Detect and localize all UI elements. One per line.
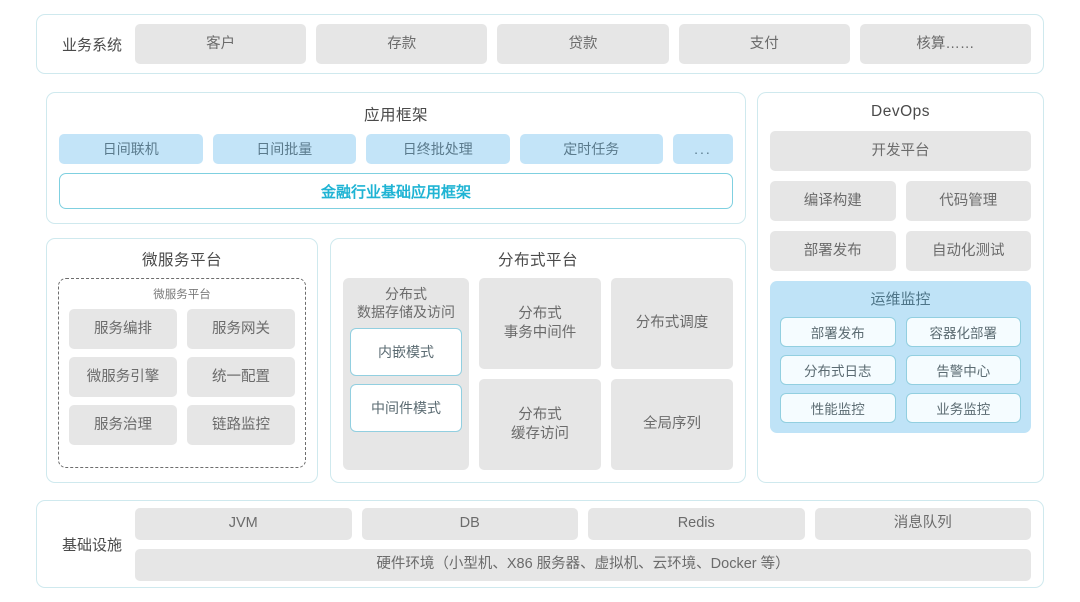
devops-chip-dev-platform[interactable]: 开发平台 — [770, 131, 1031, 171]
business-chip-payment[interactable]: 支付 — [678, 24, 850, 64]
ops-chip-performance-monitor[interactable]: 性能监控 — [780, 393, 896, 423]
business-chip-deposit[interactable]: 存款 — [316, 24, 488, 64]
ops-monitoring-title: 运维监控 — [870, 291, 931, 308]
microservice-chip-unified-config[interactable]: 统一配置 — [187, 357, 295, 397]
distributed-mode-embedded[interactable]: 内嵌模式 — [350, 328, 462, 376]
appframe-chip-scheduled-task[interactable]: 定时任务 — [519, 134, 663, 164]
distributed-chip-cache-access-line2: 缓存访问 — [511, 425, 569, 442]
business-chip-loan[interactable]: 贷款 — [497, 24, 669, 64]
microservice-platform-panel: 微服务平台 微服务平台 服务编排 服务网关 微服务引擎 统一配置 服务治理 链路… — [46, 238, 318, 483]
infra-chip-db[interactable]: DB — [361, 507, 578, 540]
application-framework-title: 应用框架 — [363, 107, 428, 124]
application-framework-chip-list: 日间联机 日间批量 日终批处理 定时任务 ... — [59, 134, 733, 164]
ops-chip-distributed-log[interactable]: 分布式日志 — [780, 355, 896, 385]
ops-chip-containerized-deploy[interactable]: 容器化部署 — [905, 317, 1021, 347]
distributed-body: 分布式 数据存储及访问 内嵌模式 中间件模式 分布式 事务中间件 分布式调度 — [343, 278, 733, 470]
infra-chip-redis[interactable]: Redis — [588, 507, 805, 540]
infrastructure-panel: 基础设施 JVM DB Redis 消息队列 硬件环境（小型机、X86 服务器、… — [36, 500, 1044, 588]
appframe-chip-daytime-online[interactable]: 日间联机 — [59, 134, 203, 164]
ops-monitoring-section: 运维监控 部署发布 容器化部署 分布式日志 告警中心 性能监控 业务监控 — [770, 281, 1031, 433]
appframe-chip-eod-batch[interactable]: 日终批处理 — [366, 134, 510, 164]
appframe-chip-daytime-batch[interactable]: 日间批量 — [212, 134, 356, 164]
distributed-platform-title: 分布式平台 — [497, 252, 578, 269]
distributed-data-storage-title-line2: 数据存储及访问 — [357, 303, 455, 320]
distributed-chip-scheduling[interactable]: 分布式调度 — [611, 278, 733, 369]
distributed-chip-grid: 分布式 事务中间件 分布式调度 分布式 缓存访问 全局序列 — [479, 278, 733, 470]
distributed-mode-middleware[interactable]: 中间件模式 — [350, 384, 462, 432]
infra-chip-hardware-environment[interactable]: 硬件环境（小型机、X86 服务器、虚拟机、云环境、Docker 等） — [135, 548, 1031, 581]
business-systems-panel: 业务系统 客户 存款 贷款 支付 核算…… — [36, 14, 1044, 74]
business-systems-label: 业务系统 — [61, 36, 122, 54]
ops-chip-alert-center[interactable]: 告警中心 — [905, 355, 1021, 385]
microservice-chip-engine[interactable]: 微服务引擎 — [69, 357, 177, 397]
distributed-data-storage-card[interactable]: 分布式 数据存储及访问 内嵌模式 中间件模式 — [343, 278, 469, 470]
microservice-platform-title: 微服务平台 — [141, 252, 222, 269]
business-systems-chip-list: 客户 存款 贷款 支付 核算…… — [135, 24, 1032, 64]
devops-title: DevOps — [871, 103, 930, 120]
infra-chip-message-queue[interactable]: 消息队列 — [814, 507, 1031, 540]
devops-chip-code-management[interactable]: 代码管理 — [905, 181, 1031, 221]
ops-chip-deploy-release[interactable]: 部署发布 — [780, 317, 896, 347]
appframe-chip-more[interactable]: ... — [673, 134, 733, 164]
devops-panel: DevOps 开发平台 编译构建 代码管理 部署发布 自动化测试 运维监控 部署… — [757, 92, 1044, 483]
ops-chip-business-monitor[interactable]: 业务监控 — [905, 393, 1021, 423]
distributed-chip-transaction-middleware[interactable]: 分布式 事务中间件 — [479, 278, 601, 369]
application-framework-panel: 应用框架 日间联机 日间批量 日终批处理 定时任务 ... 金融行业基础应用框架 — [46, 92, 746, 224]
devops-chip-deploy-release[interactable]: 部署发布 — [770, 231, 896, 271]
finance-foundation-framework-bar[interactable]: 金融行业基础应用框架 — [59, 173, 733, 209]
infrastructure-content: JVM DB Redis 消息队列 硬件环境（小型机、X86 服务器、虚拟机、云… — [135, 507, 1031, 581]
distributed-data-storage-title: 分布式 数据存储及访问 — [350, 286, 462, 321]
microservice-chip-trace-monitor[interactable]: 链路监控 — [187, 405, 295, 445]
ops-monitoring-chip-grid: 部署发布 容器化部署 分布式日志 告警中心 性能监控 业务监控 — [780, 317, 1021, 423]
middle-section: 应用框架 日间联机 日间批量 日终批处理 定时任务 ... 金融行业基础应用框架… — [0, 92, 1080, 488]
business-chip-accounting[interactable]: 核算…… — [859, 24, 1032, 64]
distributed-chip-transaction-middleware-line2: 事务中间件 — [503, 324, 577, 341]
microservice-chip-orchestration[interactable]: 服务编排 — [69, 309, 177, 349]
devops-chip-compile-build[interactable]: 编译构建 — [770, 181, 896, 221]
infrastructure-label: 基础设施 — [61, 536, 122, 554]
distributed-chip-global-sequence[interactable]: 全局序列 — [611, 379, 733, 470]
distributed-data-storage-title-line1: 分布式 — [385, 286, 427, 302]
microservice-chip-governance[interactable]: 服务治理 — [69, 405, 177, 445]
infra-chip-jvm[interactable]: JVM — [135, 507, 352, 540]
microservice-inner-title: 微服务平台 — [153, 289, 211, 301]
distributed-platform-panel: 分布式平台 分布式 数据存储及访问 内嵌模式 中间件模式 分布式 事务中间件 — [330, 238, 746, 483]
microservice-inner-box: 微服务平台 服务编排 服务网关 微服务引擎 统一配置 服务治理 链路监控 — [58, 278, 306, 468]
distributed-chip-transaction-middleware-line1: 分布式 — [518, 306, 562, 323]
devops-chip-automated-testing[interactable]: 自动化测试 — [905, 231, 1031, 271]
microservice-chip-grid: 服务编排 服务网关 微服务引擎 统一配置 服务治理 链路监控 — [69, 309, 295, 445]
microservice-chip-gateway[interactable]: 服务网关 — [187, 309, 295, 349]
infrastructure-chip-list: JVM DB Redis 消息队列 — [135, 507, 1031, 540]
devops-chip-grid: 编译构建 代码管理 部署发布 自动化测试 — [770, 181, 1031, 271]
distributed-chip-cache-access-line1: 分布式 — [518, 407, 562, 424]
distributed-chip-cache-access[interactable]: 分布式 缓存访问 — [479, 379, 601, 470]
business-chip-customer[interactable]: 客户 — [135, 24, 307, 64]
